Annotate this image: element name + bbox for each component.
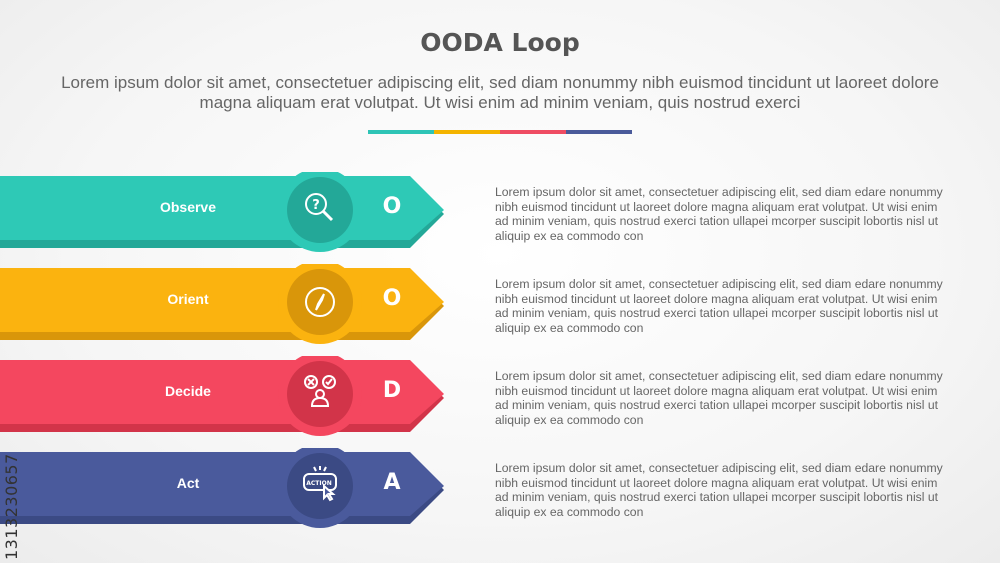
- divider-segment: [434, 130, 500, 134]
- step-description: Lorem ipsum dolor sit amet, consectetuer…: [495, 185, 943, 243]
- step-label: Decide: [165, 383, 211, 399]
- decision-person-icon: [278, 350, 362, 434]
- divider-segment: [368, 130, 434, 134]
- arrow-banner: [0, 264, 444, 344]
- arrow-banner: [0, 172, 444, 252]
- step-act: Act ACTION A: [0, 448, 450, 528]
- svg-text:?: ?: [312, 198, 320, 213]
- step-orient: Orient O: [0, 264, 450, 344]
- step-letter: A: [383, 470, 401, 495]
- step-description: Lorem ipsum dolor sit amet, consectetuer…: [495, 277, 943, 335]
- page-title: OODA Loop: [420, 28, 580, 57]
- divider-segment: [566, 130, 632, 134]
- arrow-banner: [0, 356, 444, 436]
- step-description: Lorem ipsum dolor sit amet, consectetuer…: [495, 369, 943, 427]
- step-letter: O: [382, 286, 402, 311]
- action-click-icon: ACTION: [278, 442, 362, 526]
- arrow-banner: [0, 448, 444, 528]
- step-letter: O: [382, 194, 402, 219]
- step-description: Lorem ipsum dolor sit amet, consectetuer…: [495, 461, 943, 519]
- compass-icon: [278, 258, 362, 342]
- magnifier-question-icon: ?: [278, 166, 362, 250]
- stock-id-watermark: 1313230657: [2, 453, 21, 560]
- title-divider: [368, 130, 632, 134]
- page-subtitle: Lorem ipsum dolor sit amet, consectetuer…: [61, 73, 939, 112]
- divider-segment: [500, 130, 566, 134]
- step-letter: D: [382, 378, 402, 403]
- step-observe: Observe ? O: [0, 172, 450, 252]
- step-label: Act: [176, 475, 200, 491]
- step-label: Orient: [167, 291, 209, 307]
- action-icon-text: ACTION: [306, 480, 332, 487]
- step-label: Observe: [159, 199, 217, 215]
- step-decide: Decide D: [0, 356, 450, 436]
